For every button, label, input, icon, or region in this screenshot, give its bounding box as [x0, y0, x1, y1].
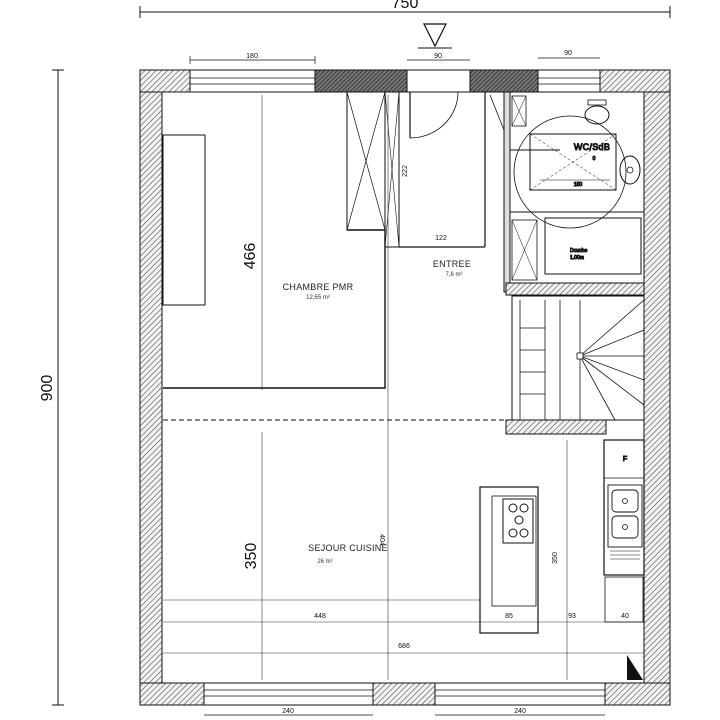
guide-lines: [163, 95, 645, 680]
front-door: 90: [406, 53, 471, 139]
shower-size: 1.00m: [570, 255, 584, 261]
dim-wc-small: 0: [593, 156, 596, 162]
toilet-icon: [584, 105, 610, 125]
stair-corner-icon: [627, 655, 643, 680]
dim-top-window-right: 90: [564, 50, 572, 57]
dim-closet-height: 222: [402, 165, 409, 177]
overall-width-label: 750: [392, 0, 419, 12]
sink-icon: [619, 155, 641, 185]
room-label-sejour: SEJOUR CUISINE: [308, 543, 388, 553]
bathroom-fixtures: WC/SdB 0 150 Douche 1.00m: [489, 94, 642, 281]
room-area-chambre: 12,65 m²: [306, 295, 330, 301]
fridge-label: F: [623, 456, 627, 463]
shower-label: Douche: [570, 248, 587, 254]
overall-height-label: 900: [39, 375, 56, 402]
dim-total-width: 686: [398, 643, 410, 650]
window-top-right: 90: [537, 50, 601, 93]
dim-gap: 93: [568, 613, 576, 620]
dim-top-window-left: 180: [246, 53, 258, 60]
dim-island-width: 85: [505, 613, 513, 620]
room-area-sejour: 26 m²: [317, 559, 332, 565]
dim-sejour-height: 350: [243, 543, 260, 570]
window-bottom-right: 240: [434, 682, 606, 716]
kitchen-island: [479, 486, 539, 634]
interior-partitions: [162, 91, 645, 435]
window-bottom-left: 240: [203, 682, 374, 716]
room-area-entree: 7,6 m²: [445, 272, 462, 278]
dim-closet-width: 122: [435, 235, 447, 242]
dim-bottom-window-left: 240: [282, 708, 294, 715]
dim-top-door: 90: [434, 53, 442, 60]
dim-counter-depth: 40: [621, 613, 629, 620]
entrance-arrow-icon: [418, 23, 452, 49]
outer-walls: [139, 69, 671, 706]
dim-sejour-width: 448: [314, 613, 326, 620]
staircase: [519, 299, 645, 421]
overall-height-dimension: 900: [39, 69, 64, 706]
room-label-chambre: CHAMBRE PMR: [283, 282, 354, 292]
window-top-left: 180: [189, 53, 316, 93]
shower-icon: [544, 217, 642, 275]
dim-right-height: 350: [552, 552, 559, 564]
room-label-entree: ENTREE: [433, 259, 471, 269]
cooktop-icon: [502, 498, 534, 544]
dim-island-length: 404: [378, 534, 385, 546]
dim-chambre-height: 466: [242, 243, 259, 270]
overall-width-dimension: 750: [139, 0, 671, 18]
double-sink-icon: [607, 484, 643, 560]
dim-bottom-window-right: 240: [514, 708, 526, 715]
room-label-wc: WC/SdB: [574, 142, 610, 152]
kitchen-counter: F: [603, 439, 645, 623]
dim-wc-width: 150: [574, 182, 583, 188]
